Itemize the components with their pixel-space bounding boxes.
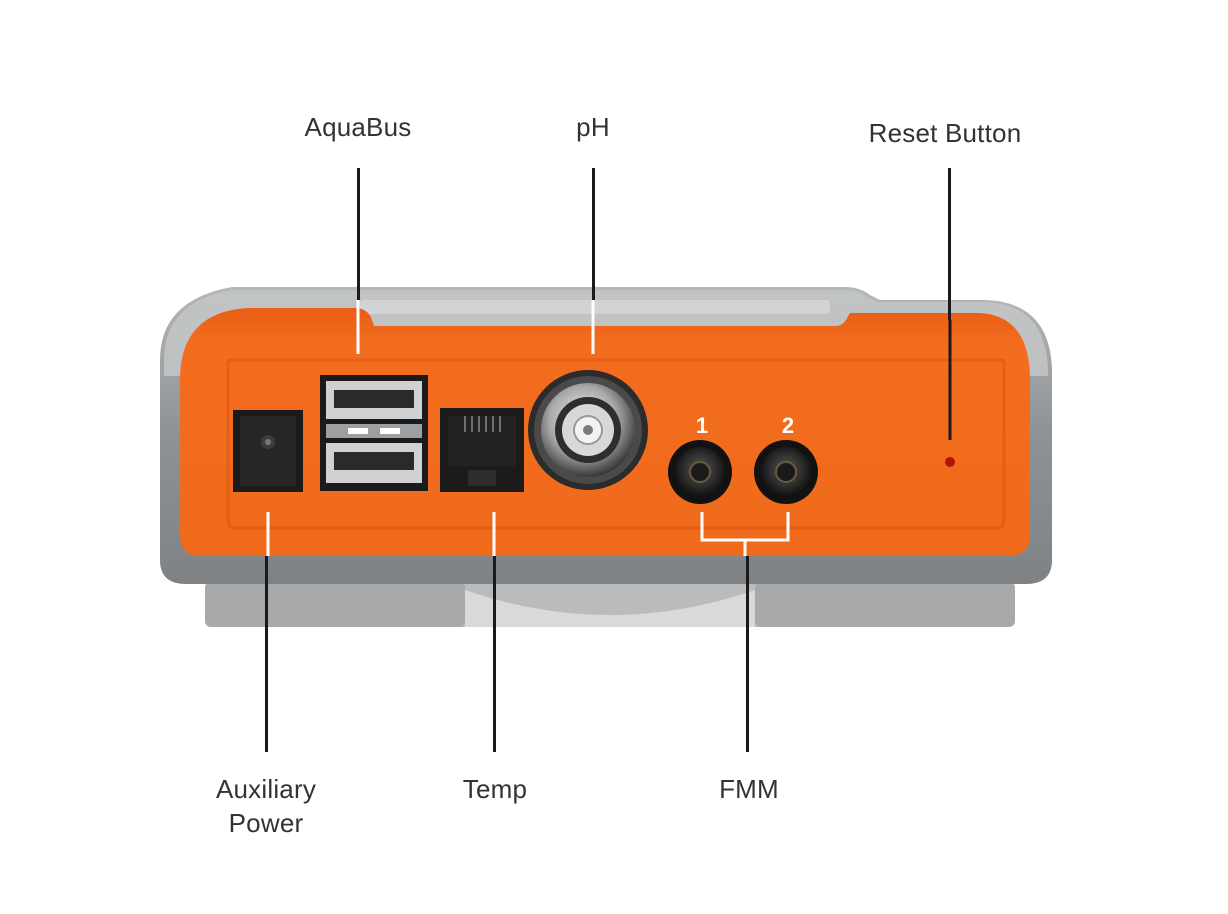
auxiliary-power-label: Auxiliary Power xyxy=(190,772,342,840)
reset-leader xyxy=(948,168,951,320)
fmm-port-2-number: 2 xyxy=(782,413,794,438)
reset-button-label: Reset Button xyxy=(868,118,1022,148)
fmm-port-2: 2 xyxy=(754,413,818,504)
aquabus-label: AquaBus xyxy=(304,112,412,142)
fmm-leader xyxy=(746,556,749,752)
ph-label: pH xyxy=(576,112,610,142)
temp-jack xyxy=(440,408,524,492)
fmm-port-1: 1 xyxy=(668,413,732,504)
aquabus-ports xyxy=(320,375,428,491)
aquabus-leader xyxy=(357,168,360,300)
ph-leader xyxy=(592,168,595,300)
auxiliary-power-jack xyxy=(233,410,303,492)
temp-leader xyxy=(493,556,496,752)
auxiliary-power-label-line1: Auxiliary xyxy=(215,774,317,804)
auxiliary-power-label-line2: Power xyxy=(228,808,304,838)
reset-button xyxy=(945,457,955,467)
fmm-port-1-number: 1 xyxy=(696,413,708,438)
fmm-label: FMM xyxy=(719,774,779,804)
temp-label: Temp xyxy=(462,774,528,804)
auxiliary-power-leader xyxy=(265,556,268,752)
ph-bnc-connector xyxy=(528,370,648,490)
device-base xyxy=(205,582,1015,627)
